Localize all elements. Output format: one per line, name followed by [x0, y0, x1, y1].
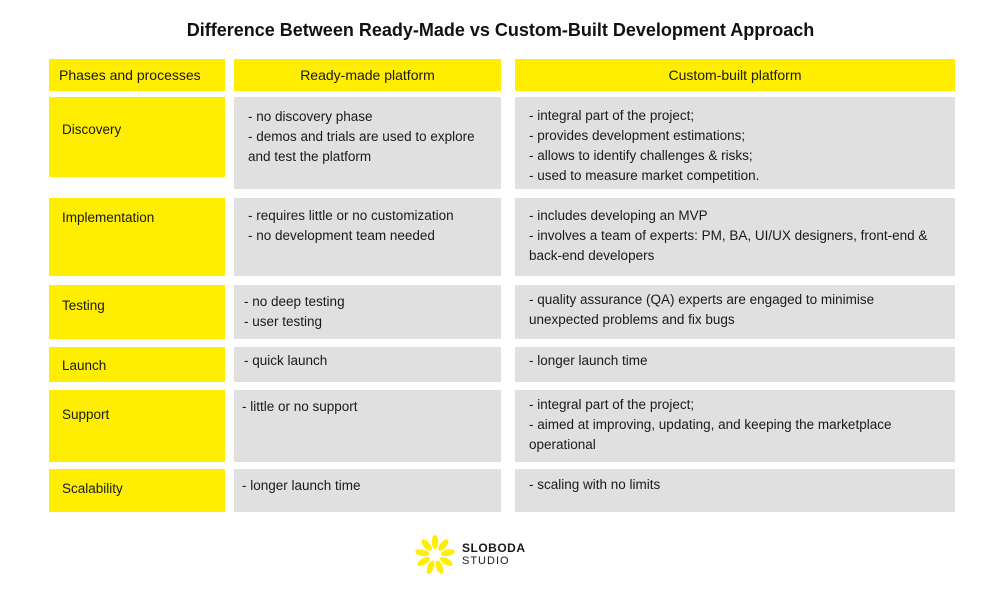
custom-built-cell: - quality assurance (QA) experts are eng…: [515, 285, 955, 339]
phase-cell-support: Support: [49, 390, 225, 462]
ready-made-item: - quick launch: [244, 353, 328, 368]
logo-name: SLOBODA: [462, 541, 526, 555]
ready-made-cell: - quick launch: [234, 347, 501, 382]
ready-made-cell: - longer launch time: [234, 469, 501, 512]
ready-made-item: - no deep testing: [244, 294, 345, 309]
header-phases: Phases and processes: [49, 59, 225, 91]
ready-made-item: - user testing: [244, 314, 323, 329]
sloboda-logo: SLOBODA STUDIO: [414, 534, 526, 576]
phase-cell-discovery: Discovery: [49, 97, 225, 177]
custom-built-cell: - longer launch time: [515, 347, 955, 382]
ready-made-item: - little or no support: [242, 399, 358, 414]
phase-cell-scalability: Scalability: [49, 469, 225, 512]
custom-built-cell: - scaling with no limits: [515, 469, 955, 512]
custom-built-item: - includes developing an MVP: [529, 208, 708, 223]
custom-built-cell: - integral part of the project; - provide…: [515, 97, 955, 189]
phase-cell-testing: Testing: [49, 285, 225, 339]
ready-made-cell: - no discovery phase - demos and trials a…: [234, 97, 501, 189]
custom-built-item: - used to measure market competition.: [529, 168, 760, 183]
phase-cell-implementation: Implementation: [49, 198, 225, 276]
ready-made-item: - longer launch time: [242, 478, 361, 493]
logo-subtitle: STUDIO: [462, 555, 510, 567]
phase-label: Testing: [62, 298, 105, 313]
custom-built-item: - quality assurance (QA) experts are eng…: [529, 292, 878, 327]
custom-built-item: - scaling with no limits: [529, 477, 661, 492]
custom-built-item: - integral part of the project;: [529, 397, 695, 412]
phase-label: Launch: [62, 358, 107, 373]
custom-built-item: - longer launch time: [529, 353, 648, 368]
ready-made-item: - demos and trials are used to explore a…: [248, 129, 479, 164]
sun-burst-logo-icon: [415, 535, 455, 574]
page-title: Difference Between Ready-Made vs Custom-…: [186, 20, 815, 40]
ready-made-item: - no development team needed: [248, 228, 435, 243]
phase-label: Discovery: [62, 122, 122, 137]
custom-built-item: - involves a team of experts: PM, BA, UI…: [529, 228, 932, 263]
ready-made-item: - requires little or no customization: [248, 208, 454, 223]
custom-built-cell: - includes developing an MVP - involves a…: [515, 198, 955, 276]
header-custom-built: Custom-built platform: [515, 59, 955, 91]
custom-built-item: - integral part of the project;: [529, 108, 695, 123]
ready-made-cell: - no deep testing - user testing: [234, 285, 501, 339]
phase-label: Implementation: [62, 210, 155, 225]
ready-made-cell: - little or no support: [234, 390, 501, 462]
phase-label: Scalability: [62, 481, 123, 496]
custom-built-cell: - integral part of the project; - aimed a…: [515, 390, 955, 462]
custom-built-item: - allows to identify challenges & risks;: [529, 148, 753, 163]
header-ready-made: Ready-made platform: [234, 59, 501, 91]
phase-cell-launch: Launch: [49, 347, 225, 382]
ready-made-item: - no discovery phase: [248, 109, 373, 124]
custom-built-item: - aimed at improving, updating, and keep…: [529, 417, 896, 452]
custom-built-item: - provides development estimations;: [529, 128, 746, 143]
phase-label: Support: [62, 407, 110, 422]
ready-made-cell: - requires little or no customization - n…: [234, 198, 501, 276]
